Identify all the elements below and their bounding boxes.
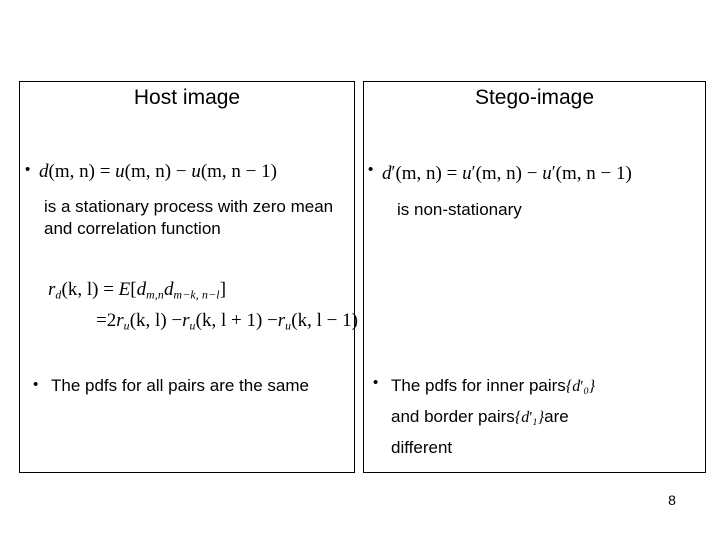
stego-image-title: Stego-image [474,86,595,109]
stego-pdf-bullet-text: The pdfs for inner pairs{d′0} and border… [391,373,703,460]
corr2-term2-args: (k, l + 1) [195,310,263,332]
stego-eq-rhs-term2-prime: ′ [551,162,556,182]
inner-brace-open: { [565,378,573,395]
host-image-panel [19,81,355,473]
stego-pdf-line-1: The pdfs for inner pairs{d′0} [391,373,703,404]
inner-pairs-symbol: {d′0} [565,377,596,397]
stego-eq-lhs-args: (m, n) [395,162,442,184]
corr-bracket-close: ] [219,279,227,300]
host-eq-rhs-term2: u [191,161,201,182]
host-difference-equation: d(m, n) = u(m, n) − u(m, n − 1) [39,160,355,184]
corr-fn: r [48,279,56,300]
stego-image-panel [363,81,706,473]
host-correlation-line-1: rd(k, l) = E[dm,ndm−k, n−l] [48,278,354,307]
host-eq-lhs: d [39,161,49,182]
corr-fn-subscript: d [55,288,62,302]
stego-description-text: is non-stationary [397,200,522,219]
corr2-coefficient: 2 [106,310,117,332]
corr2-minus-1: − [171,310,183,332]
inner-symbol-subscript: 0 [583,385,589,397]
inner-symbol-prime: ′ [580,377,584,395]
corr2-equals: = [96,310,107,332]
corr-d1-subscript: m,n [146,288,165,302]
bullet-dot-icon: • [25,161,31,178]
corr2-term1: r [116,310,124,332]
stego-eq-rhs-term1-args: (m, n) [475,162,522,184]
host-eq-rhs-term1-args: (m, n) [124,161,172,182]
host-correlation-line-2: =2ru(k, l) −ru(k, l + 1) −ru(k, l − 1) [96,309,358,338]
stego-equation-bullet-row: • d′(m, n) = u′(m, n) − u′(m, n − 1) [368,160,706,186]
border-pairs-symbol: {d′1} [514,408,545,428]
corr2-term1-args: (k, l) [129,310,167,332]
corr-equals: = [103,279,114,300]
corr2-term3-subscript: u [285,319,292,333]
stego-pdf-line-2: and border pairs{d′1}are [391,404,703,435]
stego-pdf-part2: and border pairs [391,406,515,426]
corr-bracket-open: [ [130,279,137,300]
inner-brace-close: } [588,378,596,395]
host-pdf-bullet-row: • The pdfs for all pairs are the same [33,375,353,397]
host-image-title: Host image [133,86,241,109]
corr2-term3: r [277,310,286,332]
stego-pdf-line-3: different [391,437,453,457]
host-pdf-bullet-text: The pdfs for all pairs are the same [51,376,309,395]
page-number: 8 [668,492,676,508]
corr2-term1-subscript: u [123,319,130,333]
bullet-dot-icon: • [368,161,374,178]
corr-d2-subscript: m−k, n−l [173,288,220,302]
stego-eq-rhs-term1-prime: ′ [471,162,476,182]
stego-pdf-part3: are [544,406,569,426]
stego-eq-rhs-term2: u [542,162,552,184]
host-eq-rhs-term2-args: (m, n − 1) [200,161,277,182]
stego-pdf-bullet-row: • The pdfs for inner pairs{d′0} and bord… [373,373,703,460]
corr2-term2: r [182,310,190,332]
stego-eq-minus: − [526,162,538,184]
stego-eq-lhs-prime: ′ [391,162,396,182]
stego-equation-body: d′(m, n) = u′(m, n) − u′(m, n − 1) [382,160,706,186]
border-brace-close: } [537,408,545,426]
bullet-dot-icon: • [373,374,379,391]
corr2-term2-subscript: u [189,319,196,333]
stego-eq-rhs-term1: u [462,162,472,184]
host-eq-equals: = [99,161,111,182]
border-symbol-d: d [521,408,530,426]
host-equation-body: d(m, n) = u(m, n) − u(m, n − 1) [39,160,355,184]
host-equation-bullet-row: • d(m, n) = u(m, n) − u(m, n − 1) [25,160,355,184]
corr2-minus-2: − [267,310,278,332]
corr-d1: d [136,279,147,300]
host-eq-minus: − [175,161,187,182]
border-symbol-subscript: 1 [532,416,538,428]
stego-eq-lhs: d [382,162,392,184]
corr2-term3-args: (k, l − 1) [291,310,358,332]
inner-symbol-d: d [572,378,581,395]
corr-args: (k, l) [61,279,99,300]
border-symbol-prime: ′ [529,408,533,426]
host-correlation-equations: rd(k, l) = E[dm,ndm−k, n−l] =2ru(k, l) −… [44,278,358,339]
host-description-text: is a stationary process with zero mean a… [44,197,334,238]
stego-difference-equation: d′(m, n) = u′(m, n) − u′(m, n − 1) [382,160,706,186]
stego-eq-equals: = [446,162,458,184]
bullet-dot-icon: • [33,376,39,393]
corr-expectation-operator: E [118,279,131,300]
stego-eq-rhs-term2-args: (m, n − 1) [555,162,632,184]
corr-d2: d [164,279,174,300]
border-brace-open: { [514,408,522,426]
stego-pdf-part1: The pdfs for inner pairs [391,376,566,395]
host-eq-lhs-args: (m, n) [48,161,95,182]
host-eq-rhs-term1: u [115,161,125,182]
